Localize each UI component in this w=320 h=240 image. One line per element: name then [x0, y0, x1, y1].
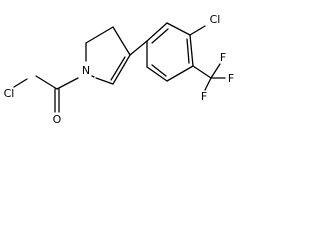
- bond-c-upper-c4: [112, 26, 131, 56]
- bond-ph-cf3: [192, 65, 212, 79]
- bond-cl-ch2: [13, 78, 28, 88]
- bond-carbonyl-n: [56, 77, 79, 90]
- atom-labels: Cl O N Cl F F F: [4, 13, 235, 126]
- bond-c4-c5: [112, 54, 131, 85]
- bond-ph-5-6: [146, 66, 168, 82]
- bond-ph-cl: [189, 25, 206, 36]
- bond-c6-n: [91, 75, 95, 78]
- bond-ph-inner-c: [151, 64, 167, 77]
- bond-ph-4-5: [166, 65, 194, 82]
- atom-label-n-ring: N: [82, 64, 90, 77]
- bond-c4-c5-inner: [110, 56, 126, 81]
- atom-label-cl-aryl: Cl: [210, 13, 221, 26]
- bond-ch2-carbonyl: [35, 75, 58, 90]
- atom-label-cl-acyl: Cl: [4, 87, 15, 100]
- bond-ring-phenyl: [129, 40, 148, 56]
- bond-ph-2-3: [166, 22, 191, 36]
- bond-ph-inner-b: [186, 38, 190, 64]
- atom-label-f-top: F: [220, 51, 226, 64]
- bond-ph-3-4: [189, 34, 194, 67]
- atom-label-f-bottom: F: [201, 90, 207, 103]
- bond-c5-c6: [95, 77, 114, 85]
- bond-lines: [13, 22, 226, 113]
- atom-label-f-right: F: [228, 72, 234, 85]
- atom-label-o-carbonyl: O: [53, 113, 62, 126]
- chemical-structure-diagram: Cl O N Cl F F F: [4, 13, 235, 126]
- bond-ph-inner-a: [151, 28, 169, 44]
- bond-ph-1-2: [146, 22, 168, 42]
- bond-cf3-f-top: [210, 63, 221, 79]
- bond-cf3-f-bottom: [204, 77, 212, 91]
- bond-c-top-c-upper: [85, 26, 114, 44]
